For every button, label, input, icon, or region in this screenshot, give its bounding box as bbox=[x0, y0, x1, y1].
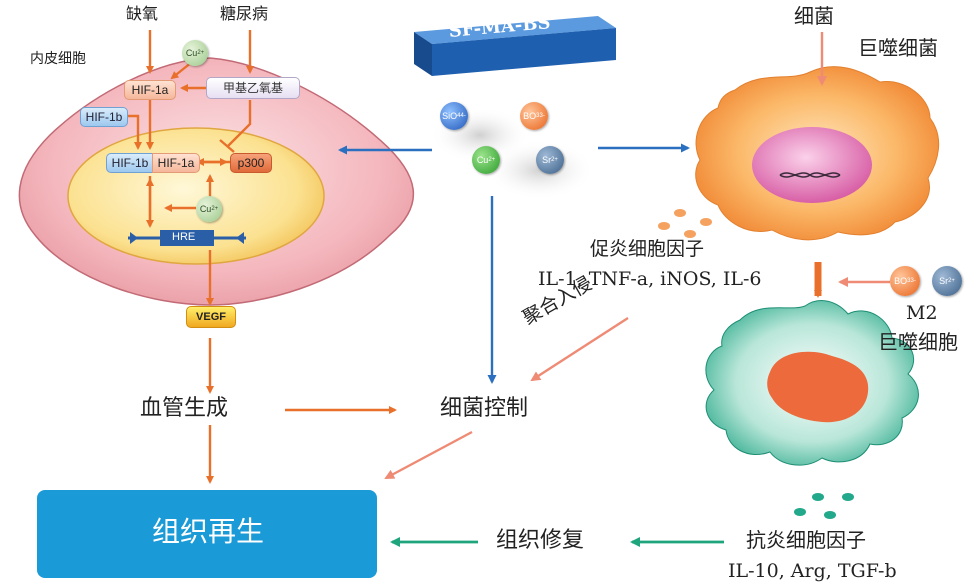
arrow-polymerization-bacterial bbox=[530, 316, 629, 382]
macrophage-label: 巨噬细菌 bbox=[858, 36, 938, 60]
arrow-hif1b-complex bbox=[126, 114, 142, 150]
pro-cytokine-dots bbox=[658, 209, 712, 238]
hre-label: HRE bbox=[172, 231, 196, 243]
anti-cytokines-label: 抗炎细胞因子 bbox=[746, 528, 866, 552]
hre-dna bbox=[128, 230, 246, 246]
anti-cytokine-list: IL-10, Arg, TGF-b bbox=[728, 560, 897, 582]
angiogenesis-label: 血管生成 bbox=[140, 396, 229, 421]
tissue-regeneration-label: 组织再生 bbox=[152, 515, 265, 548]
pro-cytokines-label: 促炎细胞因子 bbox=[590, 238, 705, 260]
methylglyoxal-node: 甲基乙氧基 bbox=[206, 77, 300, 99]
bacterial-control-label: 细菌控制 bbox=[440, 396, 529, 421]
arrow-bacterial-regeneration bbox=[384, 430, 473, 480]
macrophage-nucleus bbox=[752, 127, 872, 203]
tissue-regeneration-box bbox=[37, 490, 377, 578]
m2-macrophage-label: 巨噬细胞 bbox=[878, 330, 958, 354]
endothelial-cell-label: 内皮细胞 bbox=[30, 51, 86, 67]
pro-cytokine-list: IL-1, TNF-a, iNOS, IL-6 bbox=[538, 268, 762, 290]
bacteria-label: 细菌 bbox=[794, 4, 834, 28]
anti-cytokine-dots bbox=[794, 493, 854, 519]
m2-label: M2 bbox=[906, 302, 938, 324]
complex-hif1b-node: HIF-1b bbox=[106, 153, 154, 173]
material-block bbox=[414, 16, 616, 76]
p300-node: p300 bbox=[230, 153, 272, 173]
hif1b-node: HIF-1b bbox=[80, 107, 128, 127]
hypoxia-label: 缺氧 bbox=[126, 4, 159, 23]
tissue-repair-label: 组织修复 bbox=[496, 528, 585, 553]
dna-helix-icon bbox=[779, 172, 841, 178]
inhibit-methylglyoxal-p300 bbox=[227, 100, 252, 147]
diabetes-label: 糖尿病 bbox=[220, 4, 269, 23]
complex-hif1a-node: HIF-1a bbox=[152, 153, 200, 173]
vegf-node: VEGF bbox=[186, 306, 236, 328]
hif1a-node: HIF-1a bbox=[124, 80, 176, 100]
m2-nucleus bbox=[767, 351, 869, 423]
